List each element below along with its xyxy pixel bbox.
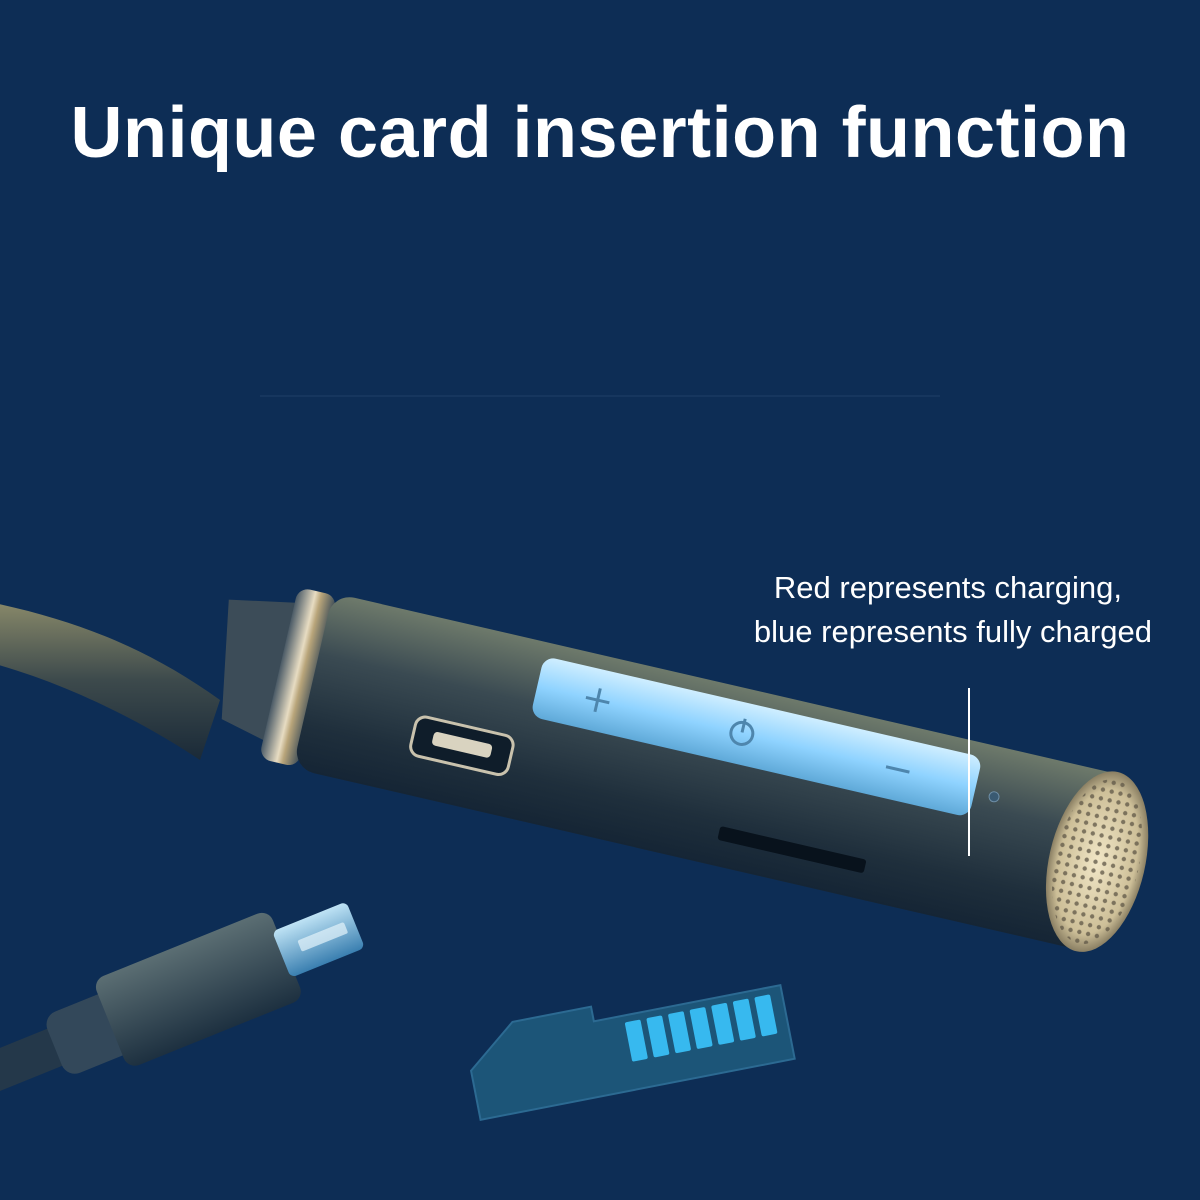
speaker-grille <box>1045 771 1149 952</box>
earphone-device <box>221 589 1149 952</box>
headline: Unique card insertion function <box>70 93 1130 173</box>
micro-sd-card <box>469 983 796 1121</box>
micro-usb-port <box>409 715 515 777</box>
usb-cable <box>0 903 364 1098</box>
status-led <box>988 791 1000 803</box>
led-callout: Red represents charging, blue represents… <box>640 566 1160 654</box>
control-button-strip[interactable] <box>530 656 982 818</box>
power-icon <box>729 718 755 746</box>
minus-icon <box>885 765 910 774</box>
callout-line-1: Red represents charging, <box>773 570 1122 605</box>
callout-line-2: blue represents fully charged <box>753 614 1152 649</box>
card-slot <box>717 826 867 873</box>
plus-icon <box>585 688 610 713</box>
main-cable <box>0 604 220 760</box>
card-contacts <box>625 994 778 1062</box>
